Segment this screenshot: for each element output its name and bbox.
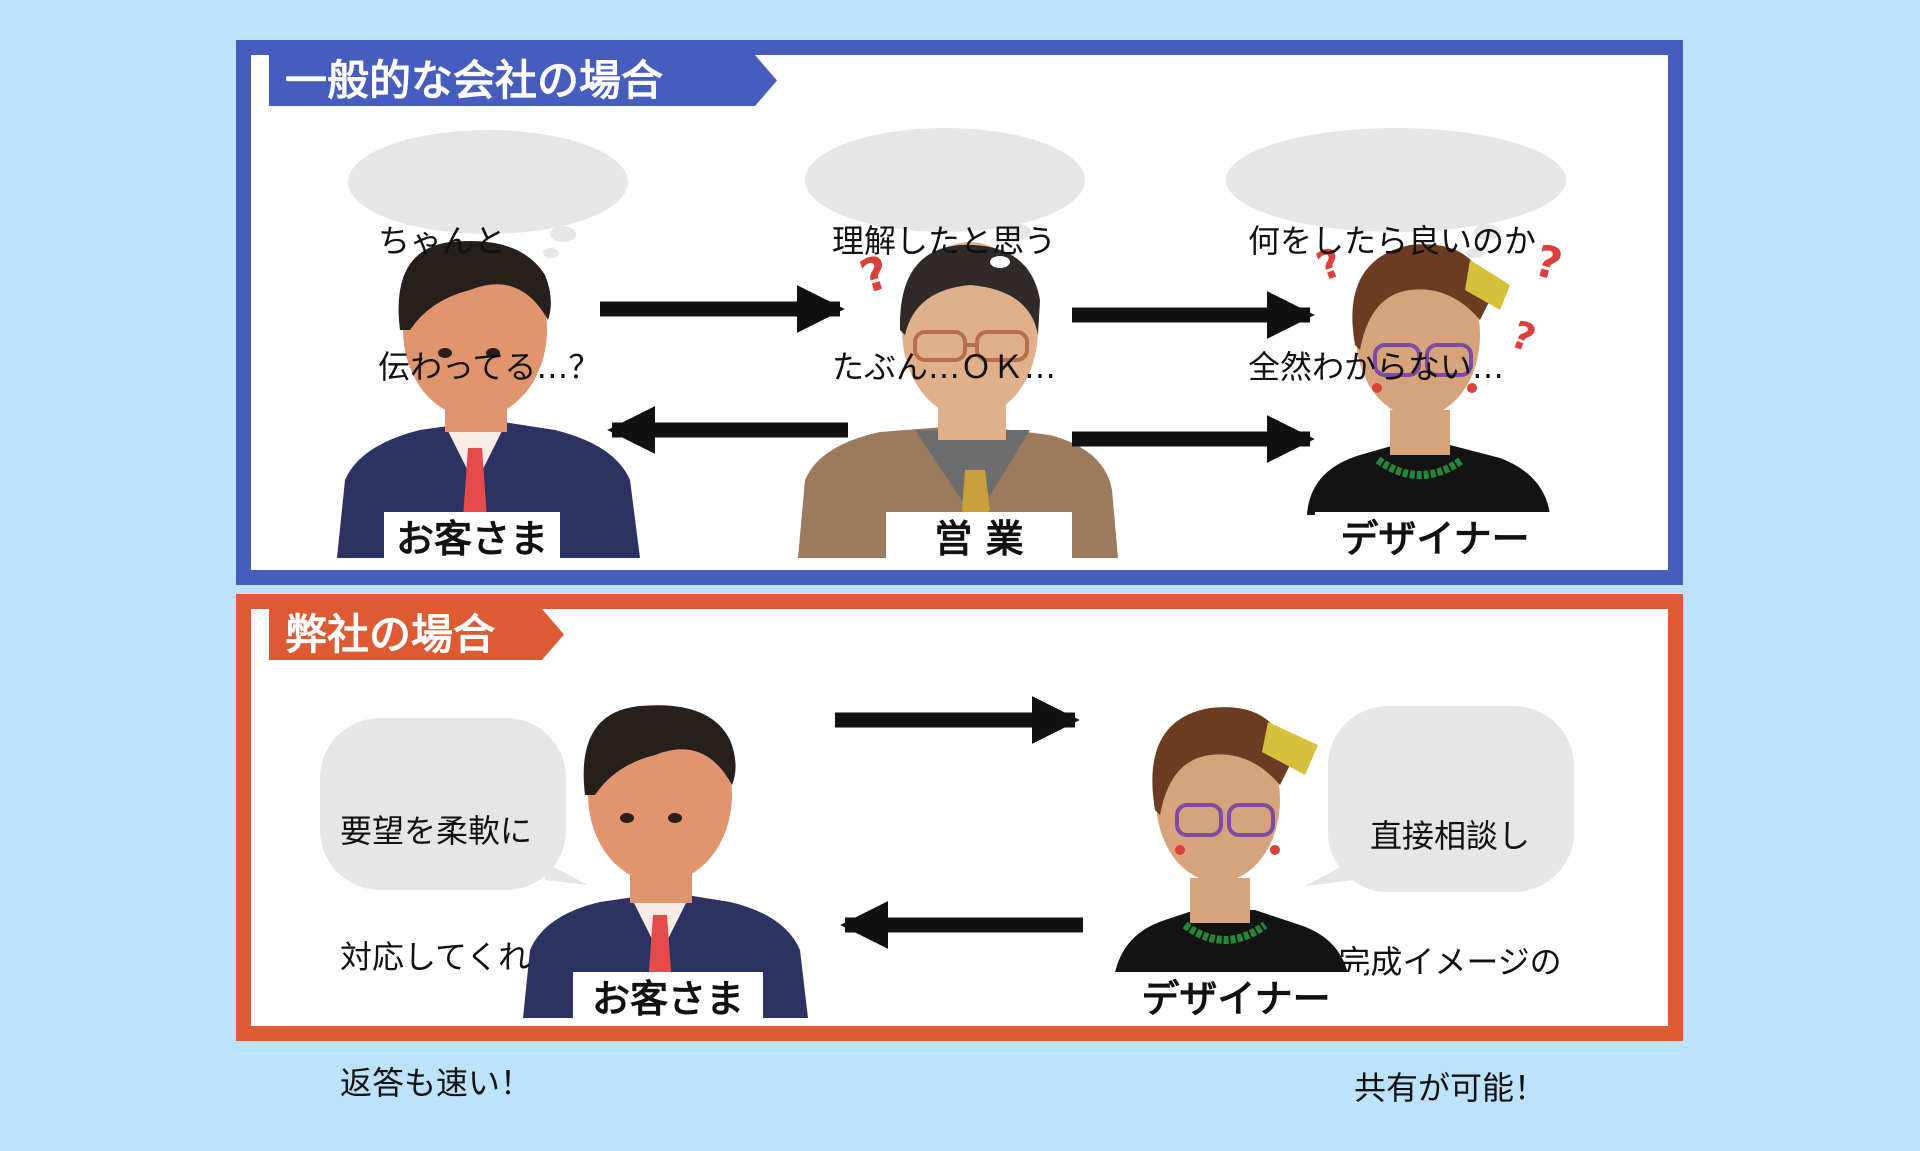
our-company-title: 弊社の場合 <box>269 609 564 660</box>
customer-speech-line3: 返答も速い！ <box>340 1064 533 1102</box>
customer-thought-line1: ちゃんと <box>378 222 507 260</box>
sales-thought-line2: たぶん…ＯＫ… <box>832 348 1057 386</box>
customer-speech-line2: 対応してくれ <box>340 938 531 976</box>
designer-label-top: デザイナー <box>1315 512 1555 566</box>
customer-speech-text: 要望を柔軟に 対応してくれ 返答も速い！ <box>340 726 532 1146</box>
sales-thought-text: 理解したと思う たぶん…ＯＫ… <box>832 136 1056 430</box>
designer-figure-bottom <box>1113 707 1350 985</box>
sales-thought-line1: 理解したと思う <box>832 222 1057 260</box>
customer-speech-line1: 要望を柔軟に <box>340 812 533 850</box>
sales-label: 営 業 <box>886 512 1072 566</box>
designer-speech-text: 直接相談し 完成イメージの 共有が可能！ <box>1330 731 1570 1151</box>
diagram-canvas: ? ? ? ? <box>320 128 1574 1018</box>
designer-figure-top <box>1307 244 1550 515</box>
designer-speech-bubble <box>1305 706 1574 892</box>
general-company-title: 一般的な会社の場合 <box>269 55 777 106</box>
designer-speech-line3: 共有が可能！ <box>1353 1069 1546 1107</box>
customer-label-top: お客さま <box>384 512 560 566</box>
designer-speech-line2: 完成イメージの <box>1338 943 1562 981</box>
designer-thought-bubble <box>1226 128 1566 258</box>
customer-thought-text: ちゃんと 伝わってる…？ <box>378 136 600 430</box>
customer-speech-bubble <box>320 718 588 890</box>
designer-label-bottom: デザイナー <box>1108 972 1364 1026</box>
customer-label-bottom: お客さま <box>573 972 763 1026</box>
designer-thought-line2: 全然わからない… <box>1248 348 1505 386</box>
designer-thought-text: 何をしたら良いのか 全然わからない… <box>1248 136 1536 430</box>
designer-thought-line1: 何をしたら良いのか <box>1248 222 1537 260</box>
designer-speech-line1: 直接相談し <box>1369 817 1530 855</box>
customer-thought-bubble <box>348 130 628 258</box>
customer-thought-line2: 伝わってる…？ <box>378 348 601 386</box>
